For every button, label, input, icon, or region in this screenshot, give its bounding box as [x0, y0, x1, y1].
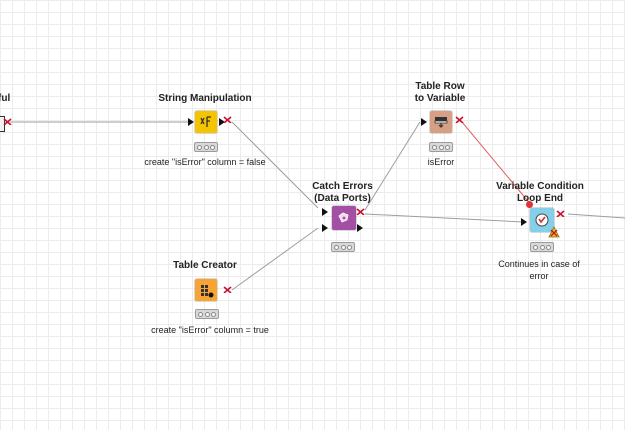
string-manipulation-node[interactable] [195, 111, 217, 133]
string-manipulation-label: create "isError" column = false [144, 157, 266, 167]
catch-errors-output-port[interactable] [357, 224, 363, 232]
table-row-to-variable-label: isError [427, 157, 455, 167]
table-row-to-variable-input-port[interactable] [421, 118, 427, 126]
string-manipulation-icon [200, 116, 211, 127]
loop-end-input-port[interactable] [521, 218, 527, 226]
catch-errors-title: Catch Errors (Data Ports) [312, 181, 373, 204]
table-row-to-variable-status [429, 142, 453, 152]
table-row-to-variable-output-port-icon[interactable] [455, 116, 465, 123]
partial-node-title: ful [0, 93, 11, 104]
table-row-to-variable-icon [434, 117, 448, 128]
loop-end-variable-port-icon[interactable] [556, 210, 566, 217]
table-row-to-variable-node[interactable] [430, 111, 452, 133]
catch-errors-input-port-top[interactable] [322, 208, 328, 216]
wire-catch-errors-to-loop-end [364, 213, 525, 223]
loop-end-variable-input-port[interactable] [526, 201, 533, 208]
catch-errors-icon [338, 212, 349, 223]
string-manipulation-output-port[interactable] [219, 118, 225, 126]
table-creator-label: create "isError" column = true [151, 325, 269, 335]
table-creator-icon [201, 285, 214, 298]
string-manipulation-title: String Manipulation [158, 93, 252, 104]
loop-end-label: Continues in case of error [498, 259, 580, 281]
table-creator-node[interactable] [195, 279, 217, 301]
string-manipulation-variable-port-icon[interactable] [223, 116, 233, 123]
table-creator-title: Table Creator [173, 260, 237, 271]
table-creator-status [195, 309, 219, 319]
loop-end-title: Variable Condition Loop End [496, 181, 584, 204]
loop-end-node[interactable] [530, 208, 554, 232]
loop-end-warning-icon [548, 226, 560, 238]
string-manipulation-status [194, 142, 218, 152]
catch-errors-node[interactable] [332, 206, 356, 230]
loop-end-icon [535, 213, 549, 227]
wire-loop-end-out [567, 213, 625, 219]
table-creator-output-port-icon[interactable] [223, 286, 233, 293]
partial-node-output-port-icon[interactable] [3, 118, 13, 125]
wire-string-manipulation-to-catch-errors [231, 121, 319, 209]
string-manipulation-input-port[interactable] [188, 118, 194, 126]
wire-catch-errors-to-table-row-to-variable [364, 121, 421, 211]
loop-end-status [530, 242, 554, 252]
catch-errors-status [331, 242, 355, 252]
wire-table-creator-to-catch-errors [231, 227, 319, 291]
table-row-to-variable-title: Table Row to Variable [414, 81, 466, 104]
catch-errors-variable-port-icon[interactable] [356, 208, 366, 215]
catch-errors-input-port-bottom[interactable] [322, 224, 328, 232]
variable-wire-table-row-to-loop-end [461, 121, 533, 207]
